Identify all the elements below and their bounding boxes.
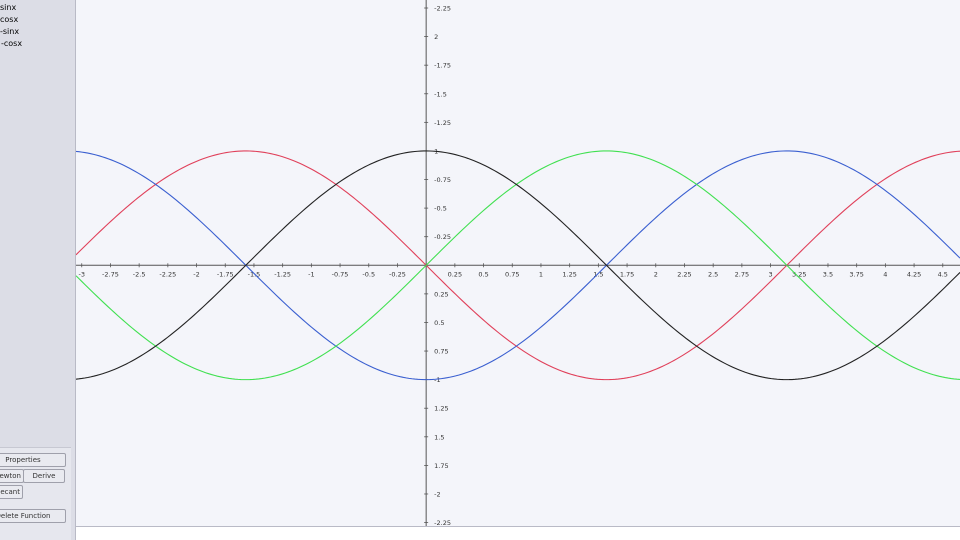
axes bbox=[76, 0, 960, 526]
x-tick-label: 1 bbox=[539, 270, 543, 278]
x-tick-label: 3.5 bbox=[823, 270, 833, 278]
y-tick-label: -1 bbox=[434, 376, 440, 384]
x-tick-label: 2.75 bbox=[735, 270, 749, 278]
x-tick-label: -1.5 bbox=[248, 270, 261, 278]
graph-canvas[interactable]: -3 -2.75 -2.5 -2.25 -2 -1.75 -1.5 -1.25 -1 -0.75 -… bbox=[76, 0, 960, 526]
function-sidebar: sinx cosx -sinx -cosx Properties Newton … bbox=[0, 0, 76, 540]
x-tick-label: 1.5 bbox=[593, 270, 603, 278]
x-tick-label: 4.25 bbox=[907, 270, 921, 278]
y-tick-label: -1.5 bbox=[434, 90, 447, 98]
newton-button[interactable]: Newton bbox=[0, 469, 24, 483]
y-tick-label: 1.25 bbox=[434, 405, 448, 413]
function-label: -cosx bbox=[1, 39, 23, 48]
x-tick-group: -3 -2.75 -2.5 -2.25 -2 -1.75 -1.5 -1.25 -1 -0.75 -… bbox=[78, 263, 948, 278]
y-tick-label: 2 bbox=[434, 33, 438, 41]
x-tick-label: 3.75 bbox=[849, 270, 863, 278]
x-tick-label: -0.5 bbox=[362, 270, 375, 278]
curve-neg-sinx bbox=[76, 150, 960, 381]
secant-button[interactable]: Secant bbox=[0, 485, 23, 499]
curve-cosx bbox=[76, 150, 960, 381]
x-tick-label: -3 bbox=[78, 270, 84, 278]
x-tick-label: -2.5 bbox=[133, 270, 146, 278]
function-item-sinx[interactable]: sinx bbox=[0, 2, 75, 14]
y-tick-label: 0.5 bbox=[434, 319, 444, 327]
x-tick-label: 2.25 bbox=[677, 270, 691, 278]
properties-button[interactable]: Properties bbox=[0, 453, 66, 467]
x-tick-label: 1.75 bbox=[620, 270, 634, 278]
x-tick-label: -1.25 bbox=[274, 270, 291, 278]
function-item-neg-sinx[interactable]: -sinx bbox=[0, 26, 75, 38]
function-item-neg-cosx[interactable]: -cosx bbox=[0, 38, 75, 50]
function-label: sinx bbox=[0, 3, 17, 12]
y-tick-label: -1.75 bbox=[434, 62, 451, 70]
y-tick-label: 0.75 bbox=[434, 348, 448, 356]
y-tick-label: 1.5 bbox=[434, 433, 444, 441]
x-tick-label: 0.75 bbox=[505, 270, 519, 278]
curve-sinx bbox=[76, 150, 960, 381]
derive-button[interactable]: Derive bbox=[23, 469, 65, 483]
x-tick-label: -1 bbox=[308, 270, 314, 278]
x-tick-label: 4.5 bbox=[938, 270, 948, 278]
function-label: -sinx bbox=[0, 27, 20, 36]
function-input-bar[interactable] bbox=[76, 526, 960, 540]
x-tick-label: 3.25 bbox=[792, 270, 806, 278]
x-tick-label: -2.75 bbox=[102, 270, 119, 278]
x-tick-label: 2 bbox=[654, 270, 658, 278]
x-tick-label: 3 bbox=[769, 270, 773, 278]
x-tick-label: -0.25 bbox=[389, 270, 406, 278]
y-tick-label: 0.25 bbox=[434, 290, 448, 298]
x-tick-label: 2.5 bbox=[708, 270, 718, 278]
y-tick-label: -0.5 bbox=[434, 205, 447, 213]
function-item-cosx[interactable]: cosx bbox=[0, 14, 75, 26]
y-tick-label: -2.25 bbox=[434, 519, 451, 526]
y-tick-label: -0.75 bbox=[434, 176, 451, 184]
x-tick-label: -2.25 bbox=[159, 270, 176, 278]
y-tick-label: -2.25 bbox=[434, 5, 451, 13]
function-list: sinx cosx -sinx -cosx bbox=[0, 2, 75, 50]
x-tick-label: -2 bbox=[193, 270, 199, 278]
x-tick-label: -0.75 bbox=[332, 270, 349, 278]
function-curves bbox=[76, 150, 960, 381]
x-tick-label: 4 bbox=[883, 270, 887, 278]
function-label: cosx bbox=[0, 15, 19, 24]
x-tick-label: 0.25 bbox=[448, 270, 462, 278]
function-action-panel: Properties Newton Derive Secant Delete F… bbox=[0, 447, 71, 540]
delete-function-button[interactable]: Delete Function bbox=[0, 509, 66, 523]
x-tick-label: 0.5 bbox=[478, 270, 488, 278]
curve-neg-cosx bbox=[76, 150, 960, 381]
y-tick-label: -0.25 bbox=[434, 233, 451, 241]
y-tick-label: -1.25 bbox=[434, 119, 451, 127]
y-tick-label: -2 bbox=[434, 490, 440, 498]
y-tick-group: -2.252-1.75-1.5-1.251-0.75-0.5-0.250.250… bbox=[424, 5, 451, 526]
y-tick-label: 1.75 bbox=[434, 462, 448, 470]
x-tick-label: 1.25 bbox=[562, 270, 576, 278]
x-tick-label: -1.75 bbox=[217, 270, 234, 278]
